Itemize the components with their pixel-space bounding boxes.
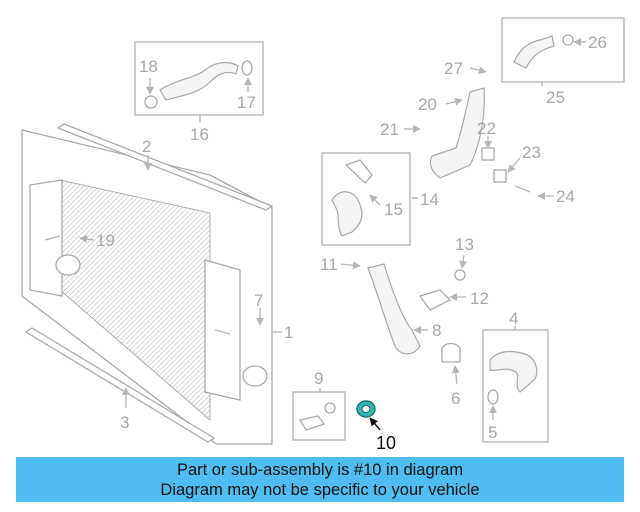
callout-14: 14 (420, 190, 439, 209)
callout-21: 21 (380, 120, 399, 139)
lower-bracket (24, 327, 216, 443)
callout-26: 26 (588, 33, 607, 52)
callout-4: 4 (509, 309, 518, 328)
info-banner: Part or sub-assembly is #10 in diagram D… (16, 457, 624, 502)
callout-10: 10 (376, 433, 396, 453)
callout-labels: 1 2 3 4 5 6 7 8 9 10 11 12 13 14 15 16 1… (96, 33, 607, 453)
callout-20: 20 (418, 95, 437, 114)
callout-16: 16 (190, 125, 209, 144)
callout-17: 17 (237, 93, 256, 112)
callout-18: 18 (139, 57, 158, 76)
upper-bracket (56, 123, 274, 211)
banner-line-1: Part or sub-assembly is #10 in diagram (176, 461, 464, 479)
intercooler-assembly (21, 129, 273, 445)
banner-line-2: Diagram may not be specific to your vehi… (160, 481, 480, 499)
charge-pipe-20 (429, 87, 485, 179)
callout-7: 7 (254, 291, 263, 310)
callout-11: 11 (320, 255, 338, 274)
charge-pipe-8 (367, 263, 421, 355)
box-25 (501, 17, 625, 83)
callout-9: 9 (314, 369, 323, 388)
callout-13: 13 (455, 235, 474, 254)
box-16 (134, 41, 264, 116)
box-14 (321, 152, 411, 246)
callout-27: 27 (444, 59, 463, 78)
callout-19: 19 (96, 231, 115, 250)
callout-22: 22 (477, 119, 496, 138)
callout-12: 12 (470, 289, 489, 308)
part-10-highlighted (356, 400, 381, 431)
parts-diagram: 1 2 3 4 5 6 7 8 9 10 11 12 13 14 15 16 1… (21, 17, 625, 453)
callout-2: 2 (142, 137, 151, 156)
leader-lines (79, 38, 586, 420)
callout-5: 5 (488, 423, 497, 442)
callout-23: 23 (522, 143, 541, 162)
callout-25: 25 (546, 88, 565, 107)
callout-6: 6 (451, 389, 460, 408)
box-9 (292, 391, 346, 441)
callout-24: 24 (556, 187, 575, 206)
callout-15: 15 (384, 200, 403, 219)
callout-1: 1 (284, 323, 293, 342)
callout-8: 8 (432, 321, 441, 340)
callout-3: 3 (120, 413, 129, 432)
